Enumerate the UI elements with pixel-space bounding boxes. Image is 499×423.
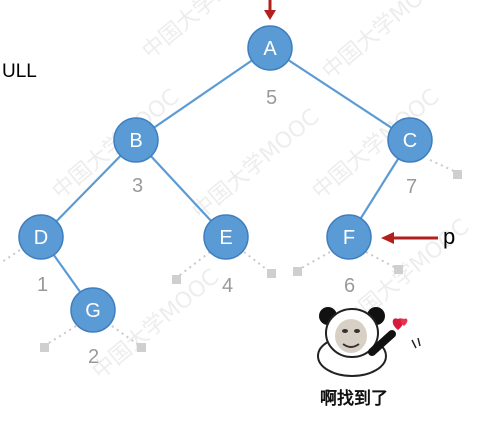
pointer-arrow-icon bbox=[381, 232, 438, 244]
tree-node-a: A bbox=[247, 25, 293, 71]
tree-node-e: E bbox=[203, 214, 249, 260]
node-circle bbox=[247, 25, 293, 71]
node-circle bbox=[387, 117, 433, 163]
tree-node-g: G bbox=[70, 287, 116, 333]
meme-caption: 啊找到了 bbox=[320, 388, 388, 409]
tree-node-d: D bbox=[18, 214, 64, 260]
watermark-text: 中国大学MOOC bbox=[318, 0, 454, 85]
order-number: 6 bbox=[344, 275, 355, 297]
node-label: B bbox=[129, 130, 142, 152]
pointer-label: p bbox=[443, 224, 455, 249]
order-number: 4 bbox=[222, 275, 233, 297]
order-number: 7 bbox=[406, 176, 417, 198]
node-circle bbox=[326, 214, 372, 260]
panda-meme-icon bbox=[317, 307, 421, 377]
node-label: A bbox=[263, 38, 277, 60]
node-label: C bbox=[403, 130, 417, 152]
tree-node-f: F bbox=[326, 214, 372, 260]
order-number: 1 bbox=[37, 274, 48, 296]
null-stub-end bbox=[40, 170, 462, 352]
node-label: E bbox=[219, 227, 232, 249]
order-number: 3 bbox=[132, 175, 143, 197]
node-label: F bbox=[343, 227, 355, 249]
order-number: 2 bbox=[88, 346, 99, 368]
order-number: 5 bbox=[266, 87, 277, 109]
node-label: G bbox=[85, 300, 101, 322]
node-circle bbox=[18, 214, 64, 260]
top-arrow-icon bbox=[264, 0, 276, 20]
side-text: ULL bbox=[2, 61, 37, 82]
node-circle bbox=[113, 117, 159, 163]
tree-edge-a-b bbox=[135, 47, 271, 141]
tree-nodes: A 5B 3 C 7D 1 E 4 F 6G 2 bbox=[18, 25, 433, 368]
heart-icon bbox=[392, 318, 408, 330]
tree-edge-a-c bbox=[269, 47, 411, 141]
tree-node-b: B bbox=[113, 117, 159, 163]
null-stubs bbox=[1, 159, 462, 352]
node-label: D bbox=[34, 227, 48, 249]
tree-node-c: C bbox=[387, 117, 433, 163]
null-stub bbox=[1, 159, 457, 347]
node-circle bbox=[70, 287, 116, 333]
node-circle bbox=[203, 214, 249, 260]
watermark-text: 中国大学MOOC bbox=[188, 105, 324, 225]
